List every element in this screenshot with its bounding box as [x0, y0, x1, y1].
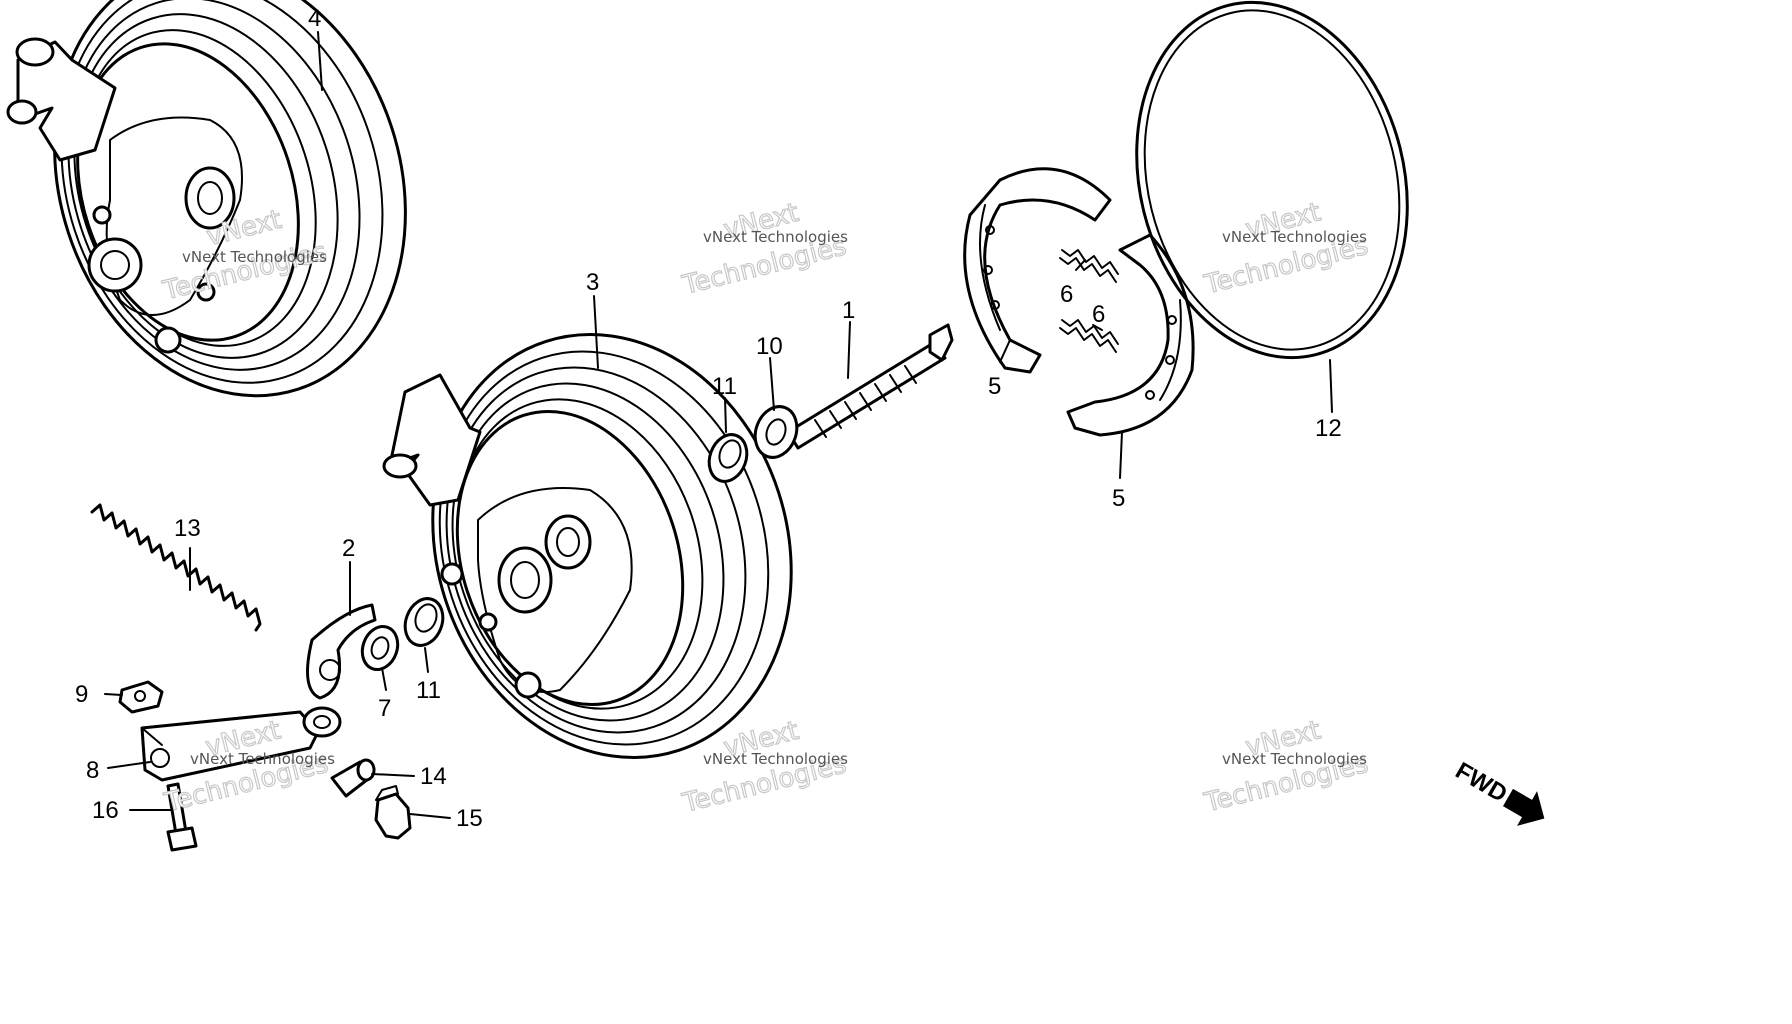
label-part-11-upper: 11 — [712, 373, 737, 400]
watermark-2: vNext Technologies vNext Technologies — [678, 197, 849, 301]
o-ring-part-12 — [1135, 0, 1409, 360]
label-part-6-lower: 6 — [1092, 301, 1105, 328]
label-part-4: 4 — [308, 5, 321, 32]
brake-shoe-part-5-left — [963, 167, 1112, 374]
joint-pin-part-14 — [330, 758, 376, 798]
spring-part-6-lower — [1059, 319, 1119, 353]
fwd-label: FWD — [1451, 757, 1512, 808]
label-part-9: 9 — [75, 681, 88, 708]
watermark-1-line1: vNext Technologies — [182, 248, 327, 266]
brake-cam-part-1 — [786, 323, 954, 450]
watermark-3-line1: vNext Technologies — [1222, 228, 1367, 246]
return-spring-part-13 — [90, 503, 262, 632]
bolt-part-16 — [166, 782, 198, 852]
label-part-13: 13 — [174, 515, 201, 542]
label-part-15: 15 — [456, 805, 483, 832]
brake-arm-part-8 — [140, 706, 342, 782]
fwd-arrow-icon — [1502, 788, 1545, 826]
label-part-5-left: 5 — [988, 373, 1001, 400]
watermark-4-line1: vNext Technologies — [190, 750, 335, 768]
label-part-16: 16 — [92, 797, 119, 824]
label-part-7: 7 — [378, 695, 391, 722]
nut-part-9 — [118, 680, 164, 714]
label-part-3: 3 — [586, 269, 599, 296]
washer-part-10 — [753, 405, 799, 459]
watermark-6-line1: vNext Technologies — [1222, 750, 1367, 768]
spring-part-6-upper — [1059, 249, 1119, 283]
watermark-5-line1: vNext Technologies — [703, 750, 848, 768]
label-part-10: 10 — [756, 333, 783, 360]
adjusting-nut-part-15 — [374, 785, 412, 840]
label-part-11-lower: 11 — [416, 677, 441, 704]
label-part-2: 2 — [342, 535, 355, 562]
label-part-8: 8 — [86, 757, 99, 784]
washer-part-7 — [360, 625, 400, 671]
brake-panel-part-4 — [6, 0, 407, 398]
brake-panel-part-3 — [382, 332, 793, 760]
label-part-6-upper: 6 — [1060, 281, 1073, 308]
seal-part-11-upper — [707, 433, 749, 483]
label-part-5-right: 5 — [1112, 485, 1125, 512]
watermark-6: vNext Technologies vNext Technologies — [1200, 715, 1371, 819]
leader-lines — [104, 31, 1333, 819]
part-labels: 4 3 1 10 11 5 5 6 6 12 13 2 7 11 9 8 14 … — [75, 5, 1342, 832]
label-part-12: 12 — [1315, 415, 1342, 442]
watermark-3: vNext Technologies vNext Technologies — [1200, 197, 1371, 301]
seal-part-11-lower — [403, 597, 445, 647]
label-part-1: 1 — [842, 297, 855, 324]
wear-indicator-part-2 — [306, 603, 377, 700]
watermark-2-line1: vNext Technologies — [703, 228, 848, 246]
label-part-14: 14 — [420, 763, 447, 790]
watermark-4: vNext Technologies vNext Technologies — [160, 715, 335, 819]
brake-shoe-part-5-right — [1066, 233, 1195, 437]
forward-direction-marker: FWD — [1451, 757, 1545, 826]
